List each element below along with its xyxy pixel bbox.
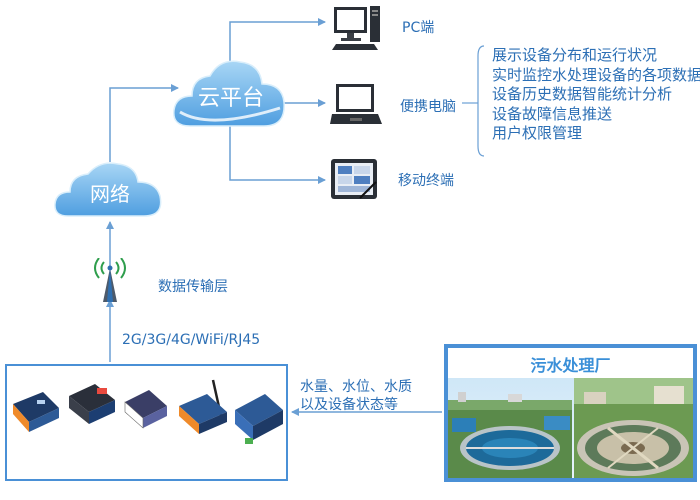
tablet-terminal-icon xyxy=(331,159,377,199)
gateway-device-5 xyxy=(235,394,283,444)
gateway-device-1 xyxy=(13,392,59,432)
plant-title: 污水处理厂 xyxy=(530,356,611,375)
mobile-terminal-label: 移动终端 xyxy=(398,173,454,189)
arrow-cloud-to-pc xyxy=(229,18,326,62)
plant-panel: 污水处理厂 xyxy=(444,344,697,482)
network-cloud-icon xyxy=(54,162,162,217)
data-flow-line2: 以及设备状态等 xyxy=(300,397,398,413)
sewage-plant-photo xyxy=(448,378,693,478)
data-flow-line1: 水量、水位、水质 xyxy=(300,379,412,395)
protocols-label: 2G/3G/4G/WiFi/RJ45 xyxy=(122,332,261,348)
network-label: 网络 xyxy=(90,182,130,206)
gateway-devices xyxy=(13,379,283,444)
feature-item: 用户权限管理 xyxy=(492,124,583,142)
laptop-label: 便携电脑 xyxy=(400,99,456,115)
transport-layer-label: 数据传输层 xyxy=(158,279,228,295)
cloud-platform-icon xyxy=(173,60,285,127)
desktop-pc-icon xyxy=(332,6,380,50)
gateway-device-2 xyxy=(69,384,115,424)
gateway-device-3 xyxy=(124,390,167,429)
cloud-platform-label: 云平台 xyxy=(198,86,265,111)
device-panel xyxy=(5,364,288,481)
arrow-cloud-to-mobile xyxy=(229,120,326,184)
features-bracket xyxy=(477,45,485,157)
feature-item: 实时监控水处理设备的各项数据 xyxy=(492,65,700,84)
feature-item: 展示设备分布和运行状况 xyxy=(492,46,658,64)
antenna-tower-icon xyxy=(94,258,126,302)
pc-label: PC端 xyxy=(402,20,435,36)
laptop-icon xyxy=(330,84,382,124)
feature-item: 设备历史数据智能统计分析 xyxy=(492,85,673,103)
feature-item: 设备故障信息推送 xyxy=(492,104,613,123)
arrow-network-to-cloud xyxy=(109,84,179,162)
feature-list: 展示设备分布和运行状况 实时监控水处理设备的各项数据 设备历史数据智能统计分析 … xyxy=(492,46,700,144)
gateway-device-4 xyxy=(179,379,227,434)
